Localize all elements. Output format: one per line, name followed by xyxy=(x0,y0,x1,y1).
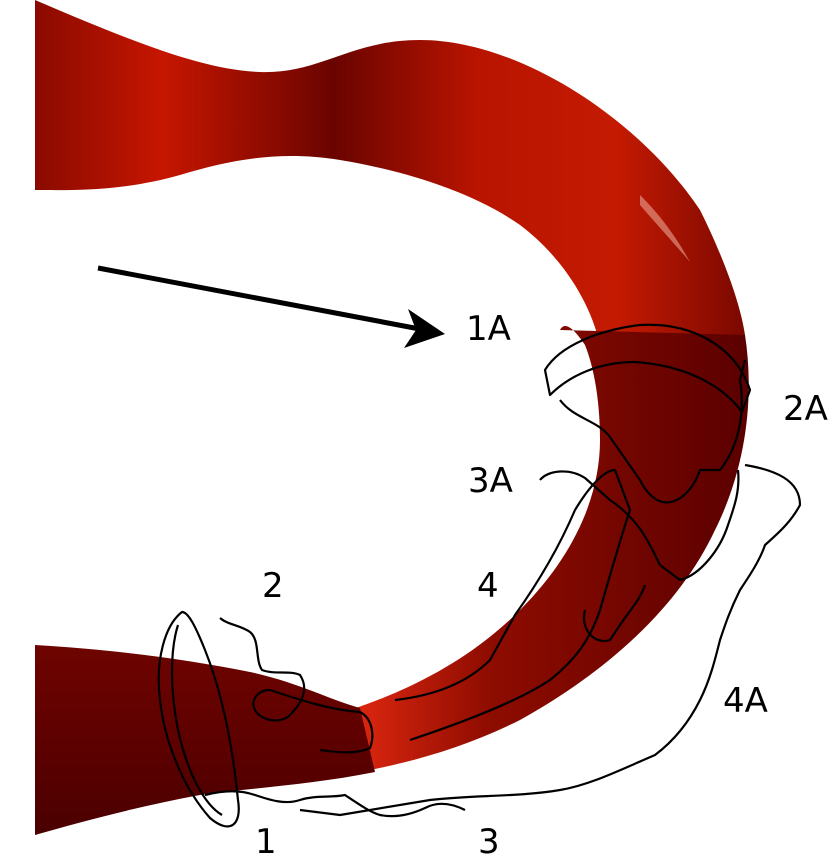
label-1A: 1A xyxy=(466,309,511,349)
label-3A: 3A xyxy=(468,461,513,501)
contour-bottom-wave xyxy=(205,791,465,816)
label-4: 4 xyxy=(477,566,499,606)
vessel-lower-segment xyxy=(35,645,375,835)
label-2: 2 xyxy=(262,566,284,606)
label-2A: 2A xyxy=(783,389,828,429)
label-1: 1 xyxy=(255,822,277,861)
vessel-tube xyxy=(35,0,749,835)
arrow-to-1A xyxy=(98,268,445,348)
label-3: 3 xyxy=(478,822,500,861)
vessel-upper-segment xyxy=(35,0,745,345)
label-4A: 4A xyxy=(723,681,768,721)
